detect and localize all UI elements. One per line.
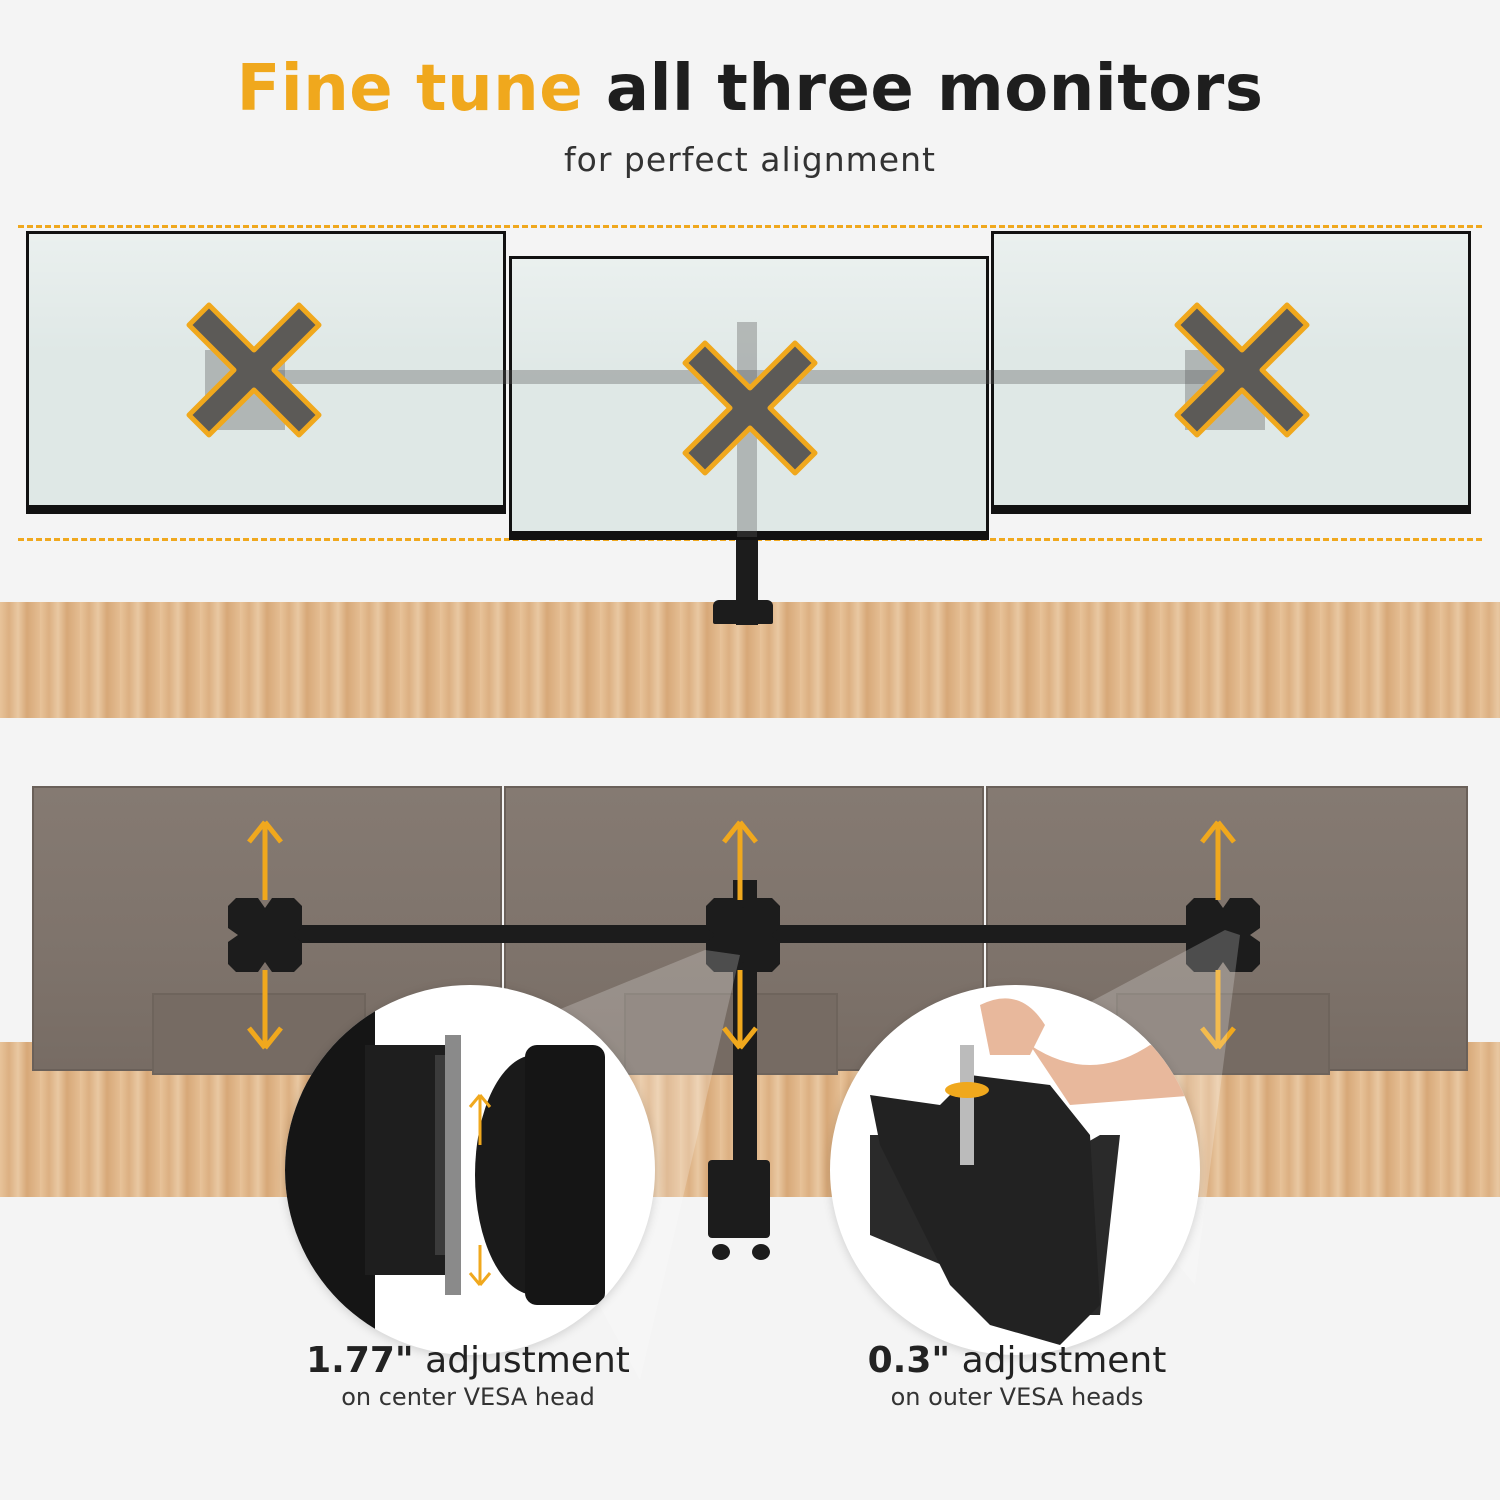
detail-outer-vesa — [830, 985, 1200, 1355]
callout-center-value: 1.77" — [306, 1340, 414, 1381]
rear-clamp-knob-right — [752, 1244, 770, 1260]
center-vesa-detail-illustration — [285, 985, 605, 1355]
outer-vesa-detail-illustration — [870, 998, 1200, 1345]
x-mark-icon — [1174, 302, 1310, 438]
double-arrow-vertical-icon — [1200, 820, 1236, 1050]
callout-outer-headline: 0.3" adjustment — [807, 1340, 1227, 1381]
double-arrow-vertical-icon — [722, 820, 758, 1050]
detail-center-vesa — [285, 985, 655, 1355]
callout-center-sub: on center VESA head — [341, 1383, 595, 1411]
callout-outer-sub: on outer VESA heads — [890, 1383, 1144, 1411]
vesa-plate-left — [228, 898, 302, 972]
callout-center-headline: 1.77" adjustment — [258, 1340, 678, 1381]
front-clamp-base — [713, 600, 773, 624]
x-mark-icon — [682, 340, 818, 476]
callout-outer-label: adjustment — [961, 1340, 1167, 1381]
vesa-plate-center — [706, 898, 780, 972]
headline-accent: Fine tune — [236, 52, 584, 126]
rear-clamp — [708, 1160, 770, 1238]
double-arrow-vertical-icon — [247, 820, 283, 1050]
vesa-plate-right — [1186, 898, 1260, 972]
rear-clamp-knob-left — [712, 1244, 730, 1260]
ghost-arm — [240, 370, 1260, 384]
headline-rest: all three monitors — [605, 52, 1264, 126]
headline: Fine tune all three monitors — [0, 52, 1500, 126]
subline: for perfect alignment — [564, 140, 936, 179]
callout-outer-value: 0.3" — [867, 1340, 951, 1381]
callout-center-caption: 1.77" adjustment on center VESA head — [258, 1340, 678, 1411]
front-monitor-center — [509, 256, 989, 540]
top-alignment-guide — [18, 225, 1482, 228]
callout-center-label: adjustment — [425, 1340, 630, 1381]
x-mark-icon — [186, 302, 322, 438]
callout-outer-caption: 0.3" adjustment on outer VESA heads — [807, 1340, 1227, 1411]
